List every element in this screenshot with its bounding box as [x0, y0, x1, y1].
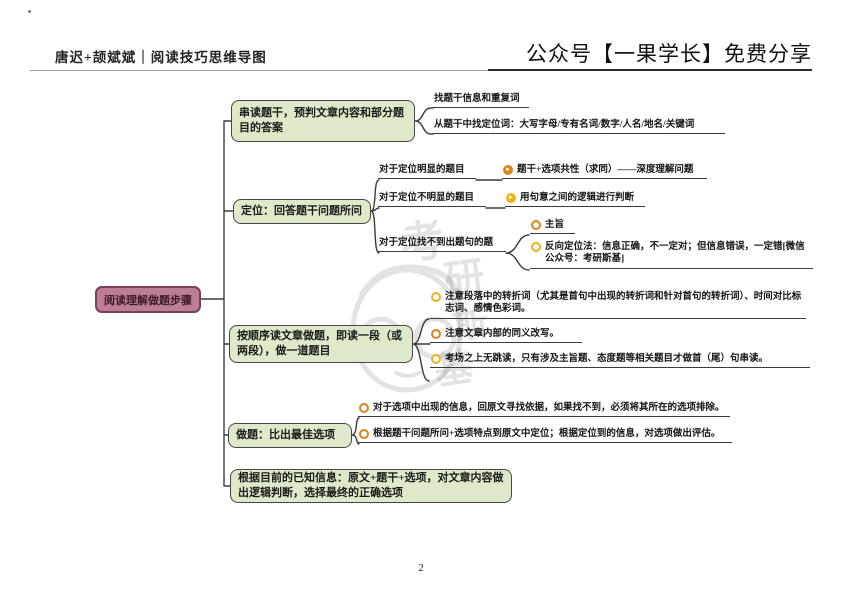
- leaf-text: 根据题干问题所问+选项特点到原文中定位；根据定位到的信息，对选项做出评估。: [373, 429, 721, 439]
- leaf-text: 注意文章内部的同义改写。: [445, 329, 560, 339]
- leaf-text: 对于选项中出现的信息，回原文寻找依据，如果找不到，必须将其所在的选项排除。: [373, 403, 725, 413]
- leaf-locating-words: 从题干中找定位词：大写字母/专有名词/数字/人名/地名/关键词: [433, 118, 725, 135]
- branch-node-locate: 定位：回答题干问题所问: [233, 199, 371, 224]
- leaf-text: 找题干信息和重复词: [434, 94, 520, 104]
- leaf-evaluate-options: 根据题干问题所问+选项特点到原文中定位；根据定位到的信息，对选项做出评估。: [358, 427, 732, 444]
- marker-ring-icon: [531, 220, 541, 230]
- leaf-text: 对于定位找不到出题句的题: [379, 238, 494, 248]
- branch-node-read-stems: 串读题干，预判文章内容和部分题目的答案: [231, 100, 415, 142]
- stray-dot: [28, 10, 31, 13]
- leaf-no-skimming: 考场之上无跳读，只有涉及主旨题、态度题等相关题目才做首（尾）句串读。: [430, 352, 810, 369]
- leaf-text: 对于定位不明显的题目: [379, 193, 475, 203]
- header-left-title: 唐迟+颉斌斌｜阅读技巧思维导图: [55, 50, 267, 65]
- leaf-text: 从题干中找定位词：大写字母/专有名词/数字/人名/地名/关键词: [434, 120, 695, 130]
- leaf-no-source-sentence: 对于定位找不到出题句的题: [378, 236, 506, 253]
- root-node: 阅读理解做题步骤: [95, 286, 201, 313]
- header-rule-dark-segment: [488, 68, 812, 71]
- header-right-title: 公众号【一果学长】免费分享: [526, 42, 812, 66]
- leaf-main-idea: 主旨: [530, 218, 575, 235]
- leaf-text: 主旨: [545, 220, 565, 230]
- marker-arrow-icon: ►: [503, 165, 513, 175]
- leaf-unobvious-location: 对于定位不明显的题目: [378, 191, 486, 208]
- leaf-stem-option-commonality: ► 题干+选项共性（求同）——深度理解问题: [502, 163, 707, 180]
- leaf-stem-info: 找题干信息和重复词: [433, 92, 529, 109]
- leaf-sentence-logic: ► 用句意之间的逻辑进行判断: [505, 191, 645, 208]
- leaf-text: 用句意之间的逻辑进行判断: [520, 193, 635, 203]
- branch-node-final-judgement: 根据目前的已知信息：原文+题干+选项，对文章内容做出逻辑判断，选择最终的正确选项: [230, 469, 512, 503]
- leaf-reverse-locating: 反向定位法：信息正确，不一定对；但信息错误，一定错[微信公众号：考研斯基]: [530, 240, 813, 269]
- header-rule: [30, 70, 812, 71]
- marker-ring-icon: [431, 329, 441, 339]
- leaf-transition-words: 注意段落中的转折词（尤其是首句中出现的转折词和针对首句的转折词）、时间对比标志词…: [430, 290, 806, 319]
- branch-node-read-in-order: 按顺序读文章做题，即读一段（或两段），做一道题目: [229, 325, 413, 363]
- marker-ring-icon: [359, 429, 369, 439]
- leaf-paraphrase: 注意文章内部的同义改写。: [430, 327, 582, 344]
- marker-arrow-icon: ►: [506, 193, 516, 203]
- leaf-text: 对于定位明显的题目: [379, 165, 465, 175]
- marker-ring-icon: [431, 292, 441, 302]
- marker-ring-icon: [531, 242, 541, 252]
- leaf-text: 注意段落中的转折词（尤其是首句中出现的转折词和针对首句的转折词）、时间对比标志词…: [445, 292, 802, 315]
- leaf-obvious-location: 对于定位明显的题目: [378, 163, 476, 180]
- leaf-text: 题干+选项共性（求同）——深度理解问题: [517, 165, 694, 175]
- leaf-text: 考场之上无跳读，只有涉及主旨题、态度题等相关题目才做首（尾）句串读。: [445, 354, 769, 364]
- marker-ring-icon: [359, 403, 369, 413]
- branch-node-answer: 做题：比出最佳选项: [228, 423, 352, 448]
- page-number: 2: [418, 562, 424, 574]
- marker-ring-icon: [431, 354, 441, 364]
- leaf-verify-option-info: 对于选项中出现的信息，回原文寻找依据，如果找不到，必须将其所在的选项排除。: [358, 401, 730, 418]
- leaf-text: 反向定位法：信息正确，不一定对；但信息错误，一定错[微信公众号：考研斯基]: [545, 242, 805, 265]
